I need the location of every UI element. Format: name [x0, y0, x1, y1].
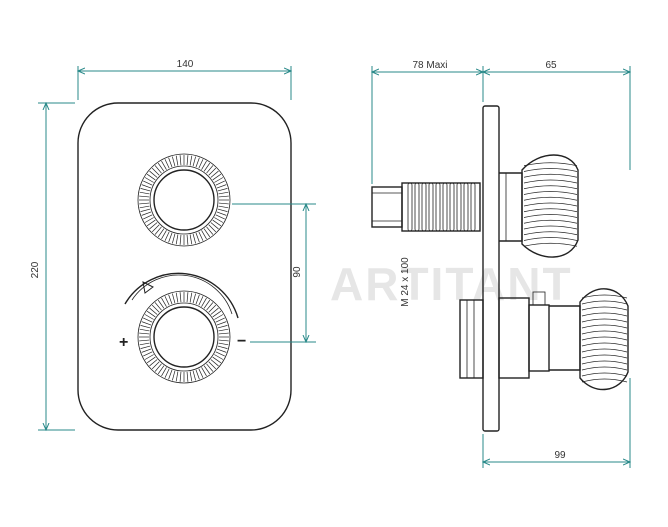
- minus-symbol: −: [237, 333, 246, 350]
- threaded-rod: [371, 182, 481, 232]
- lower-depth-dimension-label: 99: [554, 450, 566, 461]
- upper-knob: [137, 153, 231, 247]
- front-view: + − 140 220 90: [30, 59, 316, 430]
- height-dimension-label: 220: [30, 261, 41, 278]
- watermark-text: ARTITANT: [330, 258, 573, 310]
- knob-spacing-dimension-label: 90: [292, 266, 303, 278]
- upper-side-knob: [521, 154, 579, 258]
- lower-side-knob: [579, 288, 629, 391]
- side-wall-plate: [482, 105, 500, 432]
- side-view: 78 Maxi 65 M 24 x 100 99: [372, 60, 630, 468]
- back-depth-dimension-label: 78 Maxi: [412, 60, 447, 71]
- lower-cartridge: [459, 288, 629, 391]
- front-depth-dimension-label: 65: [545, 60, 557, 71]
- width-dimension-label: 140: [177, 59, 194, 70]
- thread-label: M 24 x 100: [400, 257, 411, 307]
- arrow-indicator-icon: [142, 281, 154, 294]
- temperature-arc: [124, 272, 239, 319]
- upper-cartridge: [499, 154, 579, 258]
- front-plate: [77, 102, 292, 431]
- lower-knob: + −: [119, 272, 246, 384]
- plus-symbol: +: [119, 334, 128, 351]
